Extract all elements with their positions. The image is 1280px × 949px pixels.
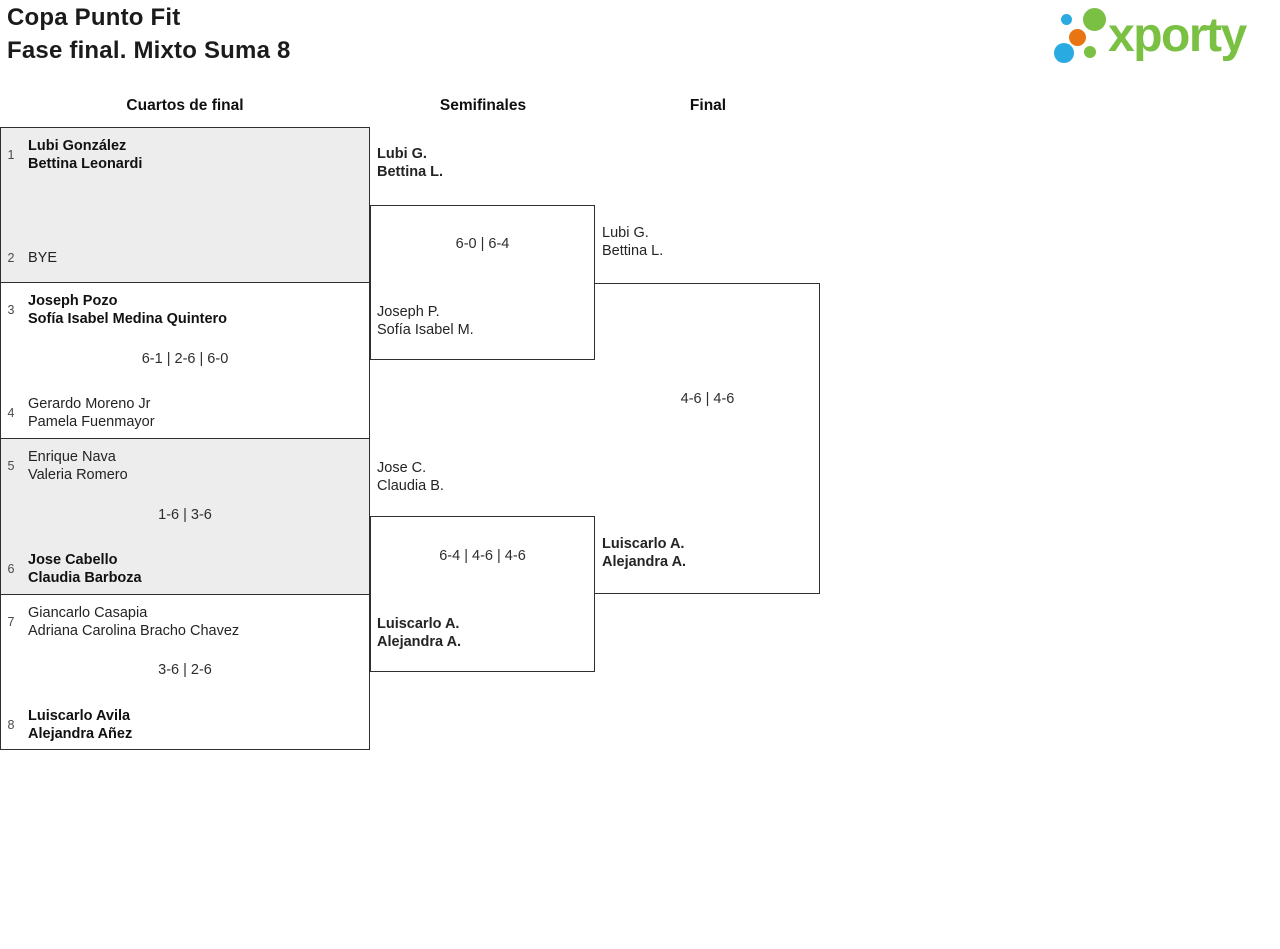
seed-top: 5 bbox=[7, 459, 15, 473]
team-names-top: Lubi G. Bettina L. bbox=[602, 224, 663, 260]
page-title: Copa Punto Fit Fase final. Mixto Suma 8 bbox=[7, 1, 291, 67]
player-1: Lubi G. bbox=[602, 225, 649, 241]
player-2: Alejandra A. bbox=[602, 554, 687, 570]
match-connector-box bbox=[370, 516, 595, 672]
player-2: Adriana Carolina Bracho Chavez bbox=[28, 623, 240, 639]
logo-dot-blue-large-icon bbox=[1054, 43, 1074, 63]
logo-dot-green-large-icon bbox=[1083, 8, 1106, 31]
player-2: Alejandra Añez bbox=[28, 726, 133, 742]
seed-top: 7 bbox=[7, 615, 15, 629]
player-1: Gerardo Moreno Jr bbox=[28, 396, 151, 412]
xporty-logo-text: xporty bbox=[1108, 9, 1247, 62]
team-names-top: Lubi González Bettina Leonardi bbox=[28, 137, 142, 173]
round-header-final: Final bbox=[689, 97, 727, 114]
match-qf-1: 1 Lubi González Bettina Leonardi 2 BYE bbox=[0, 127, 370, 283]
pair-bottom: 8 Luiscarlo Avila Alejandra Añez bbox=[1, 707, 369, 743]
team-names-bottom: Joseph P. Sofía Isabel M. bbox=[377, 303, 474, 339]
match-connector-box bbox=[370, 205, 595, 360]
match-qf-4: 7 Giancarlo Casapia Adriana Carolina Bra… bbox=[0, 594, 370, 750]
team-names-bottom: Luiscarlo Avila Alejandra Añez bbox=[28, 707, 132, 743]
match-connector-box bbox=[595, 283, 820, 594]
player-1: Luiscarlo A. bbox=[377, 616, 460, 632]
match-score: 4-6 | 4-6 bbox=[680, 391, 735, 407]
logo-dot-blue-small-icon bbox=[1061, 14, 1072, 25]
player-1: Luiscarlo Avila bbox=[28, 708, 131, 724]
player-1: Jose Cabello bbox=[28, 552, 118, 568]
player-2: Bettina Leonardi bbox=[28, 156, 143, 172]
player-2: Bettina L. bbox=[602, 243, 664, 259]
team-names-bottom: Luiscarlo A. Alejandra A. bbox=[377, 615, 461, 651]
team-names-top: Enrique Nava Valeria Romero bbox=[28, 448, 128, 484]
seed-bottom: 2 bbox=[7, 251, 15, 265]
team-names-top: Giancarlo Casapia Adriana Carolina Brach… bbox=[28, 604, 239, 640]
player-2: Bettina L. bbox=[377, 164, 444, 180]
phase-name: Fase final. Mixto Suma 8 bbox=[7, 37, 291, 64]
player-1: Joseph P. bbox=[377, 304, 440, 320]
pair-top: 7 Giancarlo Casapia Adriana Carolina Bra… bbox=[1, 604, 369, 640]
match-score: 6-0 | 6-4 bbox=[455, 236, 510, 252]
seed-bottom: 4 bbox=[7, 406, 15, 420]
pair-bottom: 6 Jose Cabello Claudia Barboza bbox=[1, 551, 369, 587]
team-names-bottom: Luiscarlo A. Alejandra A. bbox=[602, 535, 686, 571]
player-2: Claudia Barboza bbox=[28, 570, 142, 586]
seed-top: 3 bbox=[7, 303, 15, 317]
xporty-logo[interactable]: xporty bbox=[1046, 6, 1276, 70]
round-header-cuartos: Cuartos de final bbox=[126, 97, 244, 114]
match-score: 1-6 | 3-6 bbox=[158, 506, 212, 523]
round-header-semifinales: Semifinales bbox=[439, 97, 527, 114]
tournament-name: Copa Punto Fit bbox=[7, 4, 181, 31]
player-1: Luiscarlo A. bbox=[602, 536, 685, 552]
team-names-top: Joseph Pozo Sofía Isabel Medina Quintero bbox=[28, 292, 227, 328]
team-names-top: Jose C. Claudia B. bbox=[377, 459, 444, 495]
pair-bottom: 4 Gerardo Moreno Jr Pamela Fuenmayor bbox=[1, 395, 369, 431]
player-1: Lubi G. bbox=[377, 146, 427, 162]
logo-dot-orange-icon bbox=[1069, 29, 1086, 46]
player-2: Pamela Fuenmayor bbox=[28, 414, 155, 430]
player-2: Sofía Isabel M. bbox=[377, 322, 474, 338]
pair-top: 5 Enrique Nava Valeria Romero bbox=[1, 448, 369, 484]
player-2: Valeria Romero bbox=[28, 467, 128, 483]
player-1: BYE bbox=[28, 250, 58, 266]
match-qf-2: 3 Joseph Pozo Sofía Isabel Medina Quinte… bbox=[0, 282, 370, 439]
pair-top: 1 Lubi González Bettina Leonardi bbox=[1, 137, 369, 173]
pair-top: 3 Joseph Pozo Sofía Isabel Medina Quinte… bbox=[1, 292, 369, 328]
seed-top: 1 bbox=[7, 148, 15, 162]
pair-bottom: 2 BYE bbox=[1, 240, 369, 276]
team-names-bottom: Jose Cabello Claudia Barboza bbox=[28, 551, 142, 587]
player-1: Enrique Nava bbox=[28, 449, 116, 465]
match-score: 3-6 | 2-6 bbox=[158, 662, 212, 678]
player-1: Giancarlo Casapia bbox=[28, 605, 148, 621]
player-1: Joseph Pozo bbox=[28, 293, 118, 309]
player-2: Claudia B. bbox=[377, 478, 444, 494]
logo-dot-green-small-icon bbox=[1084, 46, 1096, 58]
team-names-bottom: BYE bbox=[28, 249, 57, 267]
team-names-bottom: Gerardo Moreno Jr Pamela Fuenmayor bbox=[28, 395, 155, 431]
match-score: 6-4 | 4-6 | 4-6 bbox=[439, 548, 526, 564]
match-score: 6-1 | 2-6 | 6-0 bbox=[141, 350, 229, 367]
player-2: Sofía Isabel Medina Quintero bbox=[28, 311, 228, 327]
player-1: Lubi González bbox=[28, 138, 127, 154]
team-names-top: Lubi G. Bettina L. bbox=[377, 145, 443, 181]
seed-bottom: 6 bbox=[7, 562, 15, 576]
player-2: Alejandra A. bbox=[377, 634, 462, 650]
match-qf-3: 5 Enrique Nava Valeria Romero 1-6 | 3-6 … bbox=[0, 438, 370, 595]
seed-bottom: 8 bbox=[7, 718, 15, 732]
player-1: Jose C. bbox=[377, 460, 427, 476]
